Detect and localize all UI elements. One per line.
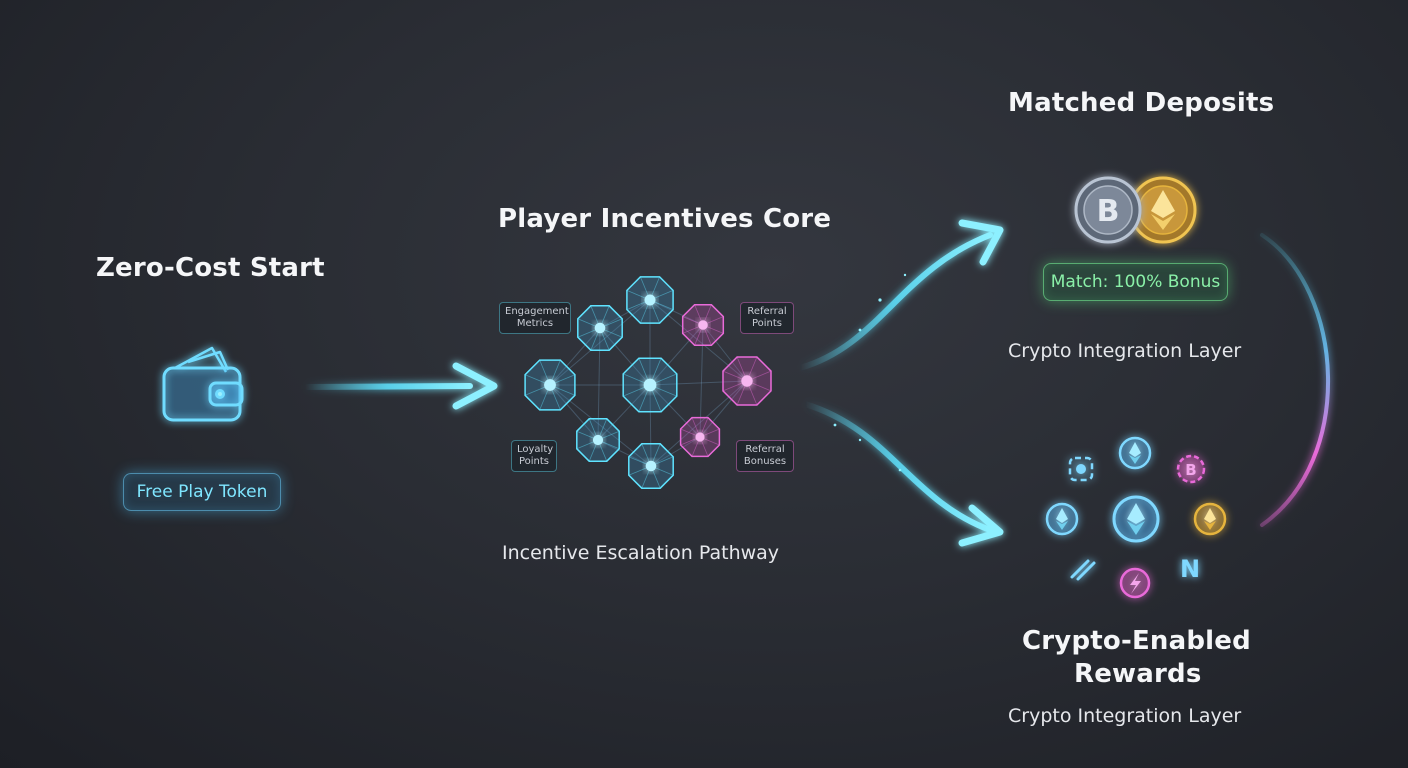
svg-text:B: B [1185,461,1196,479]
free-play-token-badge: Free Play Token [123,473,281,511]
core-title: Player Incentives Core [498,204,832,234]
sparkles [833,273,907,472]
match-bonus-badge: Match: 100% Bonus [1043,263,1228,301]
network-node-core [592,434,604,446]
network-node-core [644,294,656,306]
network-node-core [643,378,657,392]
rewards-caption: Crypto Integration Layer [1008,705,1242,727]
bitcoin-icon: B [1176,454,1206,484]
network-node-core [741,375,753,387]
network-node-core [698,320,708,330]
ethereum-center-icon [1112,495,1160,543]
arrow-core-to-deposits [797,219,1004,371]
network-node-core [645,460,657,472]
start-title: Zero-Cost Start [96,253,325,283]
chip-icon [1068,456,1094,482]
deposits-title: Matched Deposits [1008,88,1275,118]
ethereum-left-icon [1045,502,1079,536]
bolt-icon [1119,567,1151,599]
deposits-caption: Crypto Integration Layer [1008,340,1242,362]
arc-deposits-to-rewards [1260,233,1330,527]
tag-loyalty-points: Loyalty Points [511,440,557,472]
arrow-core-to-rewards [802,401,1004,547]
core-caption: Incentive Escalation Pathway [502,542,780,564]
network-node-core [695,432,705,442]
slash-icon [1070,559,1096,581]
tag-referral-points: Referral Points [740,302,794,334]
tag-referral-bonuses: Referral Bonuses [736,440,794,472]
svg-text:B: B [1097,194,1120,229]
ethereum-gold-icon [1193,502,1227,536]
rewards-title-line2: Rewards [1074,659,1202,689]
near-icon: N [1180,555,1200,583]
svg-text:N: N [1180,555,1200,583]
network-node-core [594,322,606,334]
ethereum-icon [1118,436,1152,470]
network-node-core [544,379,556,391]
arrow-start-to-core [302,362,498,410]
bitcoin-coin-icon: B [1074,176,1142,244]
tag-engagement-metrics: Engagement Metrics [499,302,571,334]
rewards-title-line1: Crypto-Enabled [1022,626,1251,656]
